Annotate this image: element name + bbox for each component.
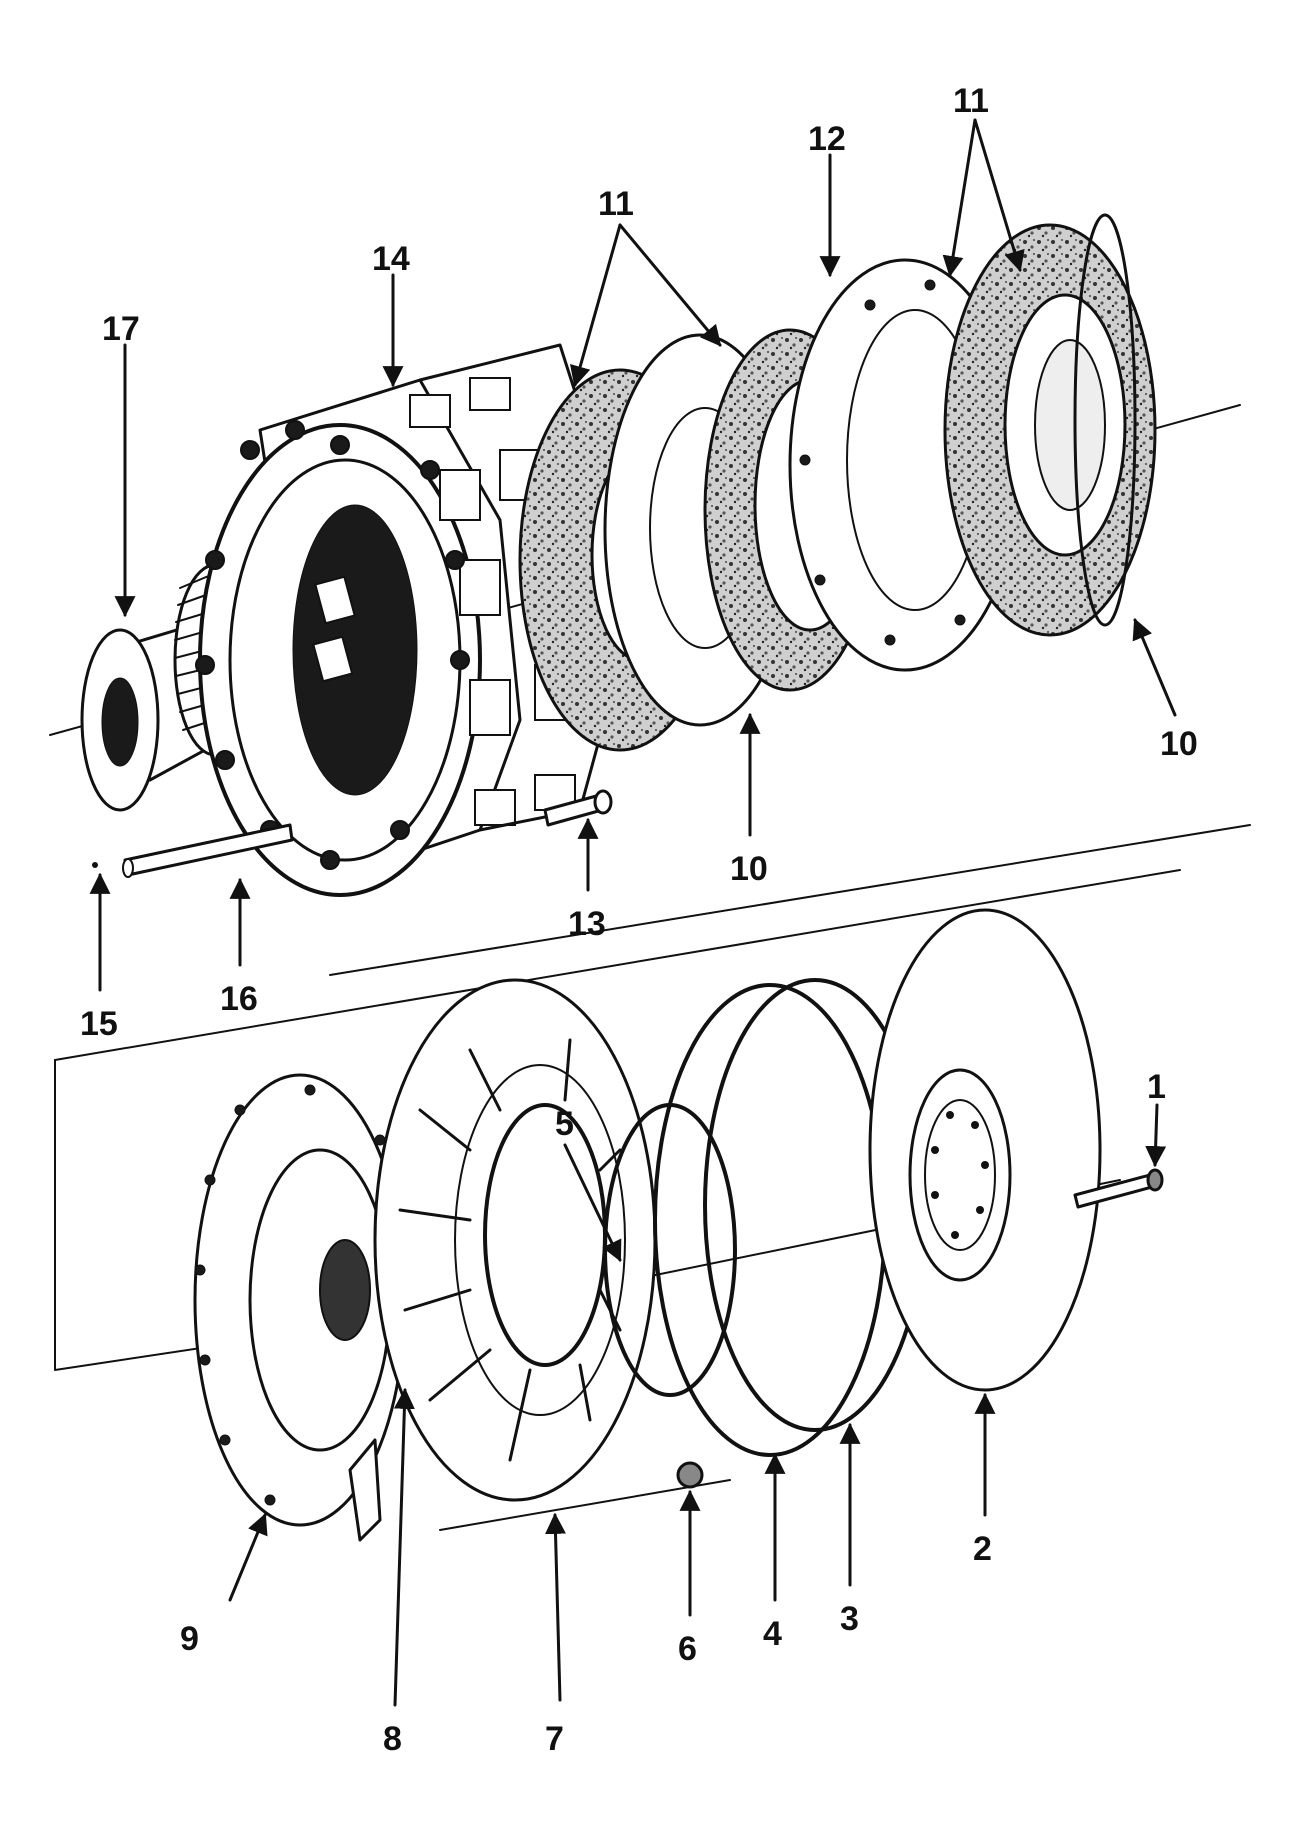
part-13-bolt (543, 789, 613, 827)
part-4-seal-ring (653, 983, 887, 1457)
upper-base-line (329, 824, 1251, 976)
callout-17: 17 (102, 310, 140, 348)
callout-12: 12 (808, 120, 846, 158)
callout-4: 4 (763, 1615, 782, 1653)
part-15-retainer (92, 862, 98, 868)
part-11-friction-disc-right (943, 223, 1157, 637)
lower-assembly (54, 869, 1181, 1542)
callout-6: 6 (678, 1630, 697, 1668)
callout-10-left: 10 (730, 850, 768, 888)
part-16-pin (122, 823, 294, 878)
callout-13: 13 (568, 905, 606, 943)
callout-15: 15 (80, 1005, 118, 1043)
part-2-piston (868, 908, 1102, 1392)
callout-3: 3 (840, 1600, 859, 1638)
upper-assembly (49, 213, 1251, 976)
callout-11-right: 11 (953, 82, 989, 120)
part-7-piston-housing (373, 978, 657, 1502)
callout-5: 5 (555, 1105, 574, 1143)
leader-lines (89, 118, 1177, 1707)
callout-10-right: 10 (1160, 725, 1198, 763)
callout-16: 16 (220, 980, 258, 1018)
callout-14: 14 (372, 240, 410, 278)
lower-top-line (54, 869, 1181, 1061)
callout-1: 1 (1147, 1068, 1166, 1106)
callout-7: 7 (545, 1720, 564, 1758)
callout-8: 8 (383, 1720, 402, 1758)
callout-2: 2 (973, 1530, 992, 1568)
callout-11-left: 11 (598, 185, 634, 223)
part-6-plug (676, 1461, 704, 1489)
callout-labels: 17 14 11 12 11 10 10 13 16 15 5 1 2 3 4 … (80, 82, 1198, 1758)
part-10-steel-plate-right (1073, 213, 1137, 627)
lower-axis-base (439, 1479, 731, 1531)
callout-9: 9 (180, 1620, 199, 1658)
part-1-bolt (1073, 1168, 1164, 1209)
part-9-backing-plate (193, 1073, 407, 1542)
